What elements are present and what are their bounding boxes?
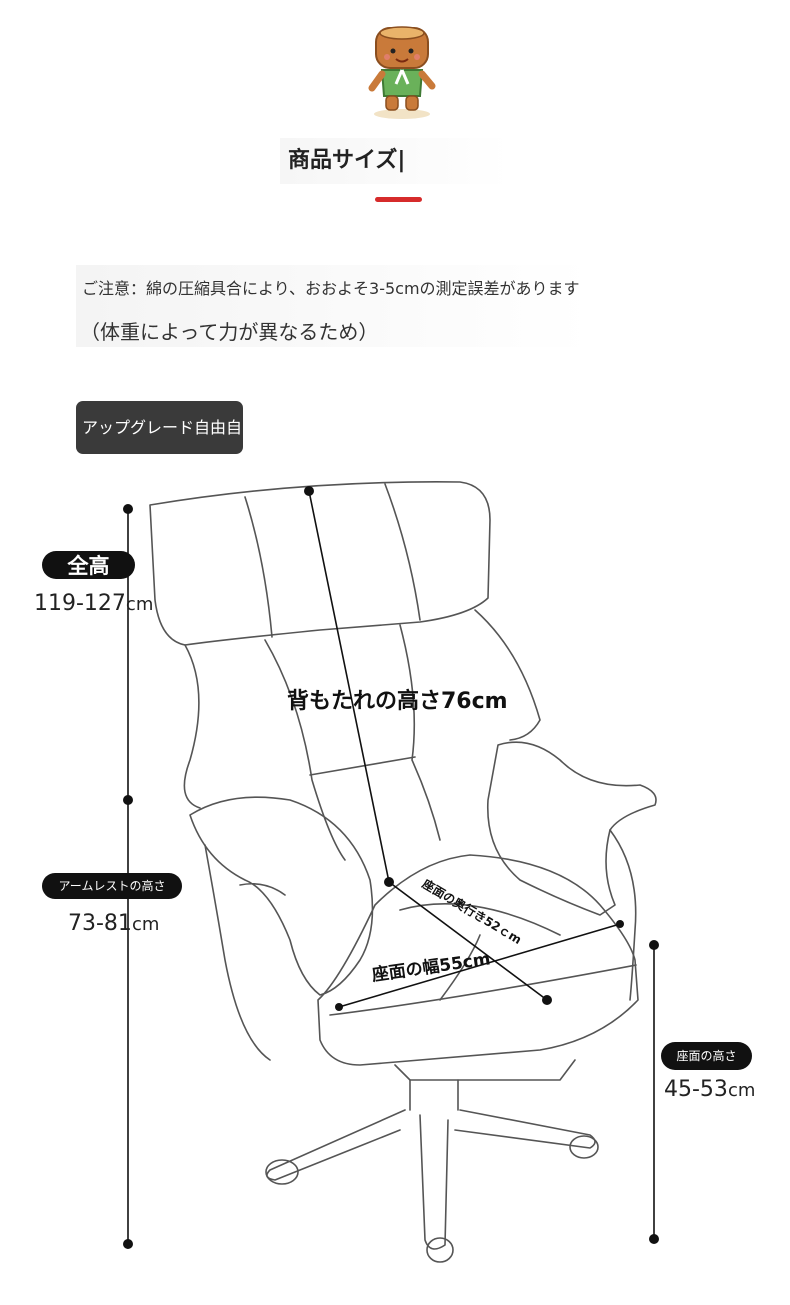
upgrade-tag: アップグレード自由自 [76,401,243,454]
seat-height-value: 45-53cm [664,1077,755,1102]
backrest-outline [474,609,541,741]
dimension-dot [542,995,552,1005]
right-armrest [486,741,657,916]
seat-front [329,964,637,1016]
seat-depth-line [388,881,548,1001]
left-armrest-side [204,844,271,1061]
gas-lift [409,1079,459,1111]
caster-right [569,1135,599,1159]
notice-line-1: ご注意：綿の圧縮具合により、おおよそ3-5cmの測定誤差があります [82,279,580,298]
page-title: 商品サイズ| [280,138,510,184]
seat-width-line [338,923,621,1008]
seat-seam [439,934,481,1001]
dimension-dot [616,920,624,928]
seat-height-badge: 座面の高さ [661,1042,752,1070]
seat-mechanism [394,1059,576,1081]
armrest-height-number: 73-81 [68,911,132,936]
seat-height-unit: cm [727,1080,756,1101]
backrest-seam [264,639,346,861]
notice-background [76,265,721,347]
backrest-outline [183,644,201,809]
dimension-dot [304,486,314,496]
dimension-dot [123,795,133,805]
notice-line-2: （体重によって力が異なるため） [80,320,379,344]
caster-front [426,1237,454,1263]
title-underline [375,197,422,202]
dimension-dot [335,1003,343,1011]
backrest-seam [309,756,416,776]
caster-left [265,1159,299,1185]
dimension-dot [123,1239,133,1249]
dimension-dot [384,877,394,887]
seat-seam [399,903,561,936]
seat-height-number: 45-53 [664,1077,728,1102]
armrest-height-value: 73-81cm [68,911,159,936]
total-height-value: 119-127cm [34,591,153,616]
backrest-seam [399,624,441,841]
headrest-outline [149,481,491,646]
total-height-badge: 全高 [42,551,135,579]
armrest-height-unit: cm [131,914,160,935]
total-height-number: 119-127 [34,591,126,616]
left-armrest [189,796,374,996]
headrest-seam [244,496,273,638]
armrest-height-badge: アームレストの高さ [42,873,182,899]
dimension-dot [123,504,133,514]
right-arm-side [609,829,637,1001]
headrest-seam [384,483,421,621]
back-height-line [308,490,390,883]
total-height-unit: cm [125,594,154,615]
dimension-dot [649,1234,659,1244]
dimension-dot [649,940,659,950]
back-height-label: 背もたれの高さ76cm [287,689,508,714]
left-arm-inner [239,882,286,896]
mascot-icon [368,26,436,119]
base-star [266,1109,596,1250]
seat-outline [317,854,639,1066]
